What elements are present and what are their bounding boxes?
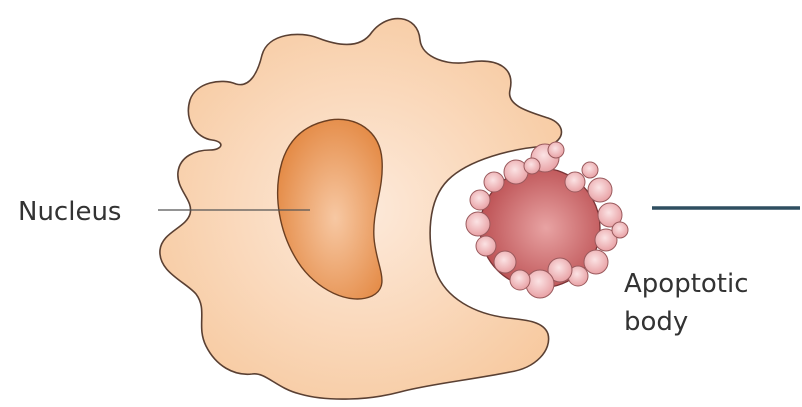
apoptotic-bleb xyxy=(588,178,612,202)
apoptotic-bleb xyxy=(582,162,598,178)
apoptotic-bleb xyxy=(526,270,554,298)
apoptotic-bleb xyxy=(612,222,628,238)
apoptotic-bleb xyxy=(548,142,564,158)
apoptotic-bleb xyxy=(466,212,490,236)
apoptotic-label-line1: Apoptotic xyxy=(624,269,749,299)
apoptotic-bleb xyxy=(584,250,608,274)
apoptotic-bleb xyxy=(484,172,504,192)
apoptotic-bleb xyxy=(476,236,496,256)
apoptotic-bleb xyxy=(565,172,585,192)
apoptotic-label-line2: body xyxy=(624,307,688,337)
apoptotic-bleb xyxy=(470,190,490,210)
apoptotic-body xyxy=(466,142,628,298)
apoptotic-bleb xyxy=(494,251,516,273)
apoptotic-bleb xyxy=(524,158,540,174)
nucleus-label: Nucleus xyxy=(18,197,121,227)
apoptotic-bleb xyxy=(510,270,530,290)
